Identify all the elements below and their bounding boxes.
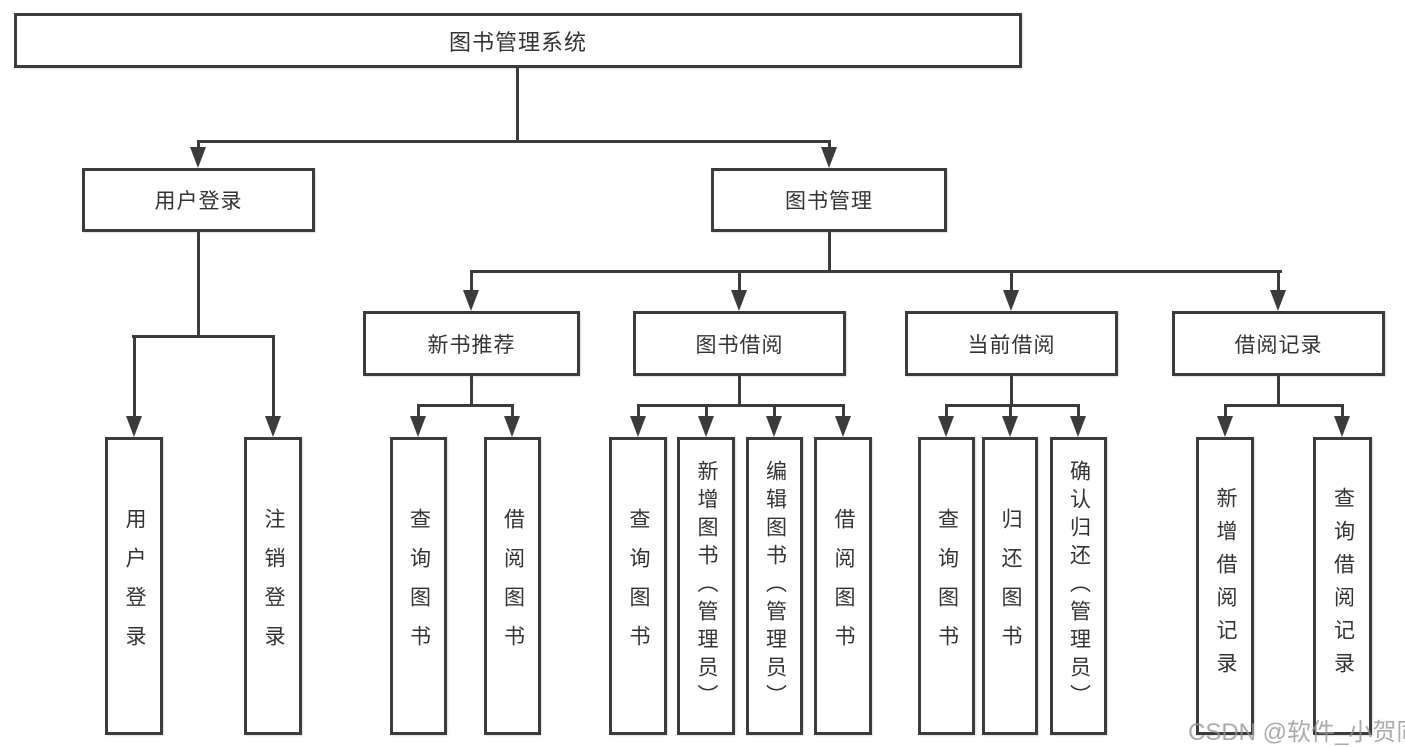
node-label: 图书借阅 <box>695 333 784 357</box>
leaf-query-borrow-record: 查询借阅记录 <box>1313 437 1372 735</box>
node-book-borrowing: 图书借阅 <box>633 311 846 376</box>
leaf-borrow-books-recommend: 借阅图书 <box>484 437 541 735</box>
node-label: 借阅图书 <box>501 508 525 664</box>
leaf-query-books-borrowing: 查询图书 <box>609 437 667 735</box>
node-label: 新书推荐 <box>427 333 516 357</box>
connector-hline <box>417 404 514 407</box>
arrow-down-icon <box>1070 416 1086 437</box>
connector-vline <box>1224 404 1227 427</box>
node-label: 用户登录 <box>123 508 147 664</box>
node-label: 查询图书 <box>627 508 651 664</box>
connector-vline <box>842 404 845 427</box>
leaf-query-books-current: 查询图书 <box>918 437 975 735</box>
arrow-down-icon <box>630 416 646 437</box>
node-label: 归还图书 <box>999 508 1023 664</box>
node-book-management: 图书管理 <box>711 168 947 232</box>
connector-vline <box>1010 270 1013 301</box>
connector-vline <box>417 404 420 427</box>
arrow-down-icon <box>126 416 142 437</box>
leaf-borrow-books-borrowing: 借阅图书 <box>814 437 872 735</box>
connector-hline <box>1224 404 1344 407</box>
node-label: 编辑图书（管理员） <box>763 460 787 712</box>
arrow-down-icon <box>410 416 426 437</box>
arrow-down-icon <box>1002 416 1018 437</box>
connector-vline <box>1341 404 1344 427</box>
connector-vline <box>470 373 473 406</box>
arrow-down-icon <box>265 416 281 437</box>
connector-vline <box>738 373 741 406</box>
arrow-down-icon <box>1334 416 1350 437</box>
connector-vline <box>1010 373 1013 406</box>
arrow-down-icon <box>835 416 851 437</box>
node-label: 图书管理 <box>785 190 873 213</box>
connector-vline <box>197 231 200 337</box>
arrow-down-icon <box>504 416 520 437</box>
arrow-down-icon <box>1270 290 1286 311</box>
leaf-logout-login: 注销登录 <box>244 437 302 735</box>
connector-vline <box>828 231 831 272</box>
connector-vline <box>1009 404 1012 427</box>
arrow-down-icon <box>463 290 479 311</box>
node-current-borrowing: 当前借阅 <box>905 311 1118 376</box>
node-new-book-recommend: 新书推荐 <box>363 311 580 376</box>
connector-vline <box>511 404 514 427</box>
connector-vline <box>705 404 708 427</box>
node-label: 查询图书 <box>407 508 431 664</box>
leaf-edit-books-admin: 编辑图书（管理员） <box>746 437 803 735</box>
connector-vline <box>637 404 640 427</box>
node-label: 查询借阅记录 <box>1331 487 1355 685</box>
watermark: CSDN @软件_小贺同学 <box>1188 719 1405 746</box>
arrow-down-icon <box>1217 416 1233 437</box>
node-label: 当前借阅 <box>967 333 1056 357</box>
connector-vline <box>1077 404 1080 427</box>
arrow-down-icon <box>190 147 206 168</box>
connector-hline <box>945 404 1080 407</box>
node-label: 借阅记录 <box>1234 333 1323 357</box>
node-borrow-records: 借阅记录 <box>1172 311 1385 376</box>
connector-vline <box>272 335 275 420</box>
arrow-down-icon <box>821 147 837 168</box>
node-label: 新增借阅记录 <box>1214 487 1238 685</box>
connector-hline <box>132 335 275 338</box>
node-label: 图书管理系统 <box>448 29 587 55</box>
leaf-user-login: 用户登录 <box>105 437 163 735</box>
node-label: 注销登录 <box>262 508 286 664</box>
leaf-add-borrow-record: 新增借阅记录 <box>1196 437 1254 735</box>
connector-vline <box>1277 270 1280 301</box>
connector-hline <box>197 140 831 143</box>
leaf-add-books-admin: 新增图书（管理员） <box>677 437 735 735</box>
arrow-down-icon <box>698 416 714 437</box>
leaf-confirm-return-admin: 确认归还（管理员） <box>1050 437 1107 735</box>
leaf-query-books-recommend: 查询图书 <box>390 437 447 735</box>
arrow-down-icon <box>938 416 954 437</box>
connector-hline <box>637 404 845 407</box>
leaf-return-books: 归还图书 <box>982 437 1038 735</box>
connector-vline <box>1277 373 1280 406</box>
connector-vline <box>945 404 948 427</box>
connector-vline <box>516 67 519 141</box>
node-label: 借阅图书 <box>832 508 856 664</box>
arrow-down-icon <box>766 416 782 437</box>
node-label: 新增图书（管理员） <box>695 460 719 712</box>
node-library-management-system: 图书管理系统 <box>14 13 1022 68</box>
arrow-down-icon <box>731 290 747 311</box>
node-label: 查询图书 <box>935 508 959 664</box>
connector-vline <box>738 270 741 301</box>
node-label: 确认归还（管理员） <box>1067 460 1091 712</box>
node-user-login: 用户登录 <box>82 168 315 232</box>
connector-hline <box>470 270 1282 273</box>
connector-vline <box>773 404 776 427</box>
arrow-down-icon <box>1003 290 1019 311</box>
node-label: 用户登录 <box>154 190 243 213</box>
connector-vline <box>470 270 473 301</box>
connector-vline <box>133 335 136 420</box>
